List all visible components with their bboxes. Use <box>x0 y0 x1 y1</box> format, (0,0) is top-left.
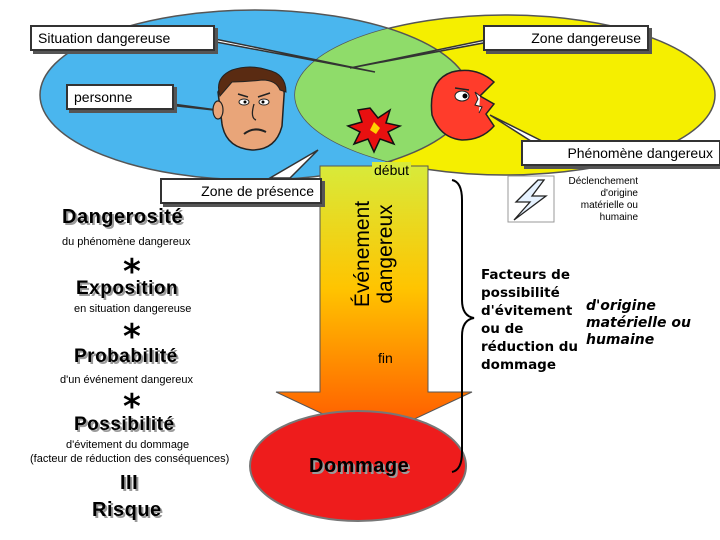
evenement-line2: dangereux <box>374 204 397 304</box>
pacman-monster-icon <box>430 69 496 141</box>
facteurs-line4: ou de <box>481 321 524 337</box>
lightning-icon <box>507 175 555 223</box>
multiply-star-1: * <box>123 252 141 292</box>
origine-line2: matérielle ou <box>586 315 691 331</box>
dommage-label: Dommage <box>309 455 410 477</box>
zone-de-presence-callout: Zone de présence <box>160 178 322 204</box>
exposition-sub: en situation dangereuse <box>74 303 192 315</box>
probabilite-label: Probabilité <box>74 346 178 367</box>
facteurs-line3: d'évitement <box>481 303 573 319</box>
possibilite-sub1: d'évitement du dommage <box>66 439 190 451</box>
origine-line1: d'origine <box>586 298 656 314</box>
brace <box>451 179 475 473</box>
declenchement-text: Déclenchement d'origine matérielle ou hu… <box>566 176 638 224</box>
situation-dangereuse-callout: Situation dangereuse <box>30 25 215 51</box>
exposition-label: Exposition <box>76 278 179 299</box>
facteurs-line1: Facteurs de <box>481 267 570 283</box>
zone-dangereuse-callout: Zone dangereuse <box>483 25 649 51</box>
origine-line3: humaine <box>586 332 655 348</box>
evenement-dangereux-label: Événement dangereux <box>351 164 397 344</box>
evenement-arrow <box>275 165 473 439</box>
declenchement-line4: humaine <box>599 212 638 223</box>
explosion-icon <box>345 107 403 154</box>
risque-label: Risque <box>92 499 162 521</box>
dommage-ellipse <box>249 410 467 522</box>
multiply-star-3: * <box>123 387 141 427</box>
personne-callout: personne <box>66 84 174 110</box>
multiply-star-2: * <box>123 317 141 357</box>
dangerosite-sub: du phénomène dangereux <box>62 236 191 248</box>
declenchement-line3: matérielle ou <box>580 200 638 211</box>
evenement-line1: Événement <box>351 200 374 308</box>
possibilite-label: Possibilité <box>74 414 175 435</box>
probabilite-sub: d'un événement dangereux <box>60 374 193 386</box>
origine-text: d'origine matérielle ou humaine <box>586 298 691 349</box>
equals-sign: III <box>120 472 139 494</box>
fin-label: fin <box>378 350 393 366</box>
worried-face-icon <box>212 66 287 151</box>
phenomene-dangereux-callout: Phénomène dangereux <box>521 140 720 166</box>
facteurs-text: Facteurs de possibilité d'évitement ou d… <box>481 266 578 374</box>
possibilite-sub2: (facteur de réduction des conséquences) <box>30 453 230 465</box>
dangerosite-label: Dangerosité <box>62 206 184 228</box>
debut-label: début <box>372 162 412 178</box>
declenchement-line2: d'origine <box>600 188 639 199</box>
declenchement-line1: Déclenchement <box>568 176 638 187</box>
facteurs-line5: réduction du <box>481 339 579 355</box>
facteurs-line2: possibilité <box>481 285 560 301</box>
facteurs-line6: dommage <box>481 357 557 373</box>
